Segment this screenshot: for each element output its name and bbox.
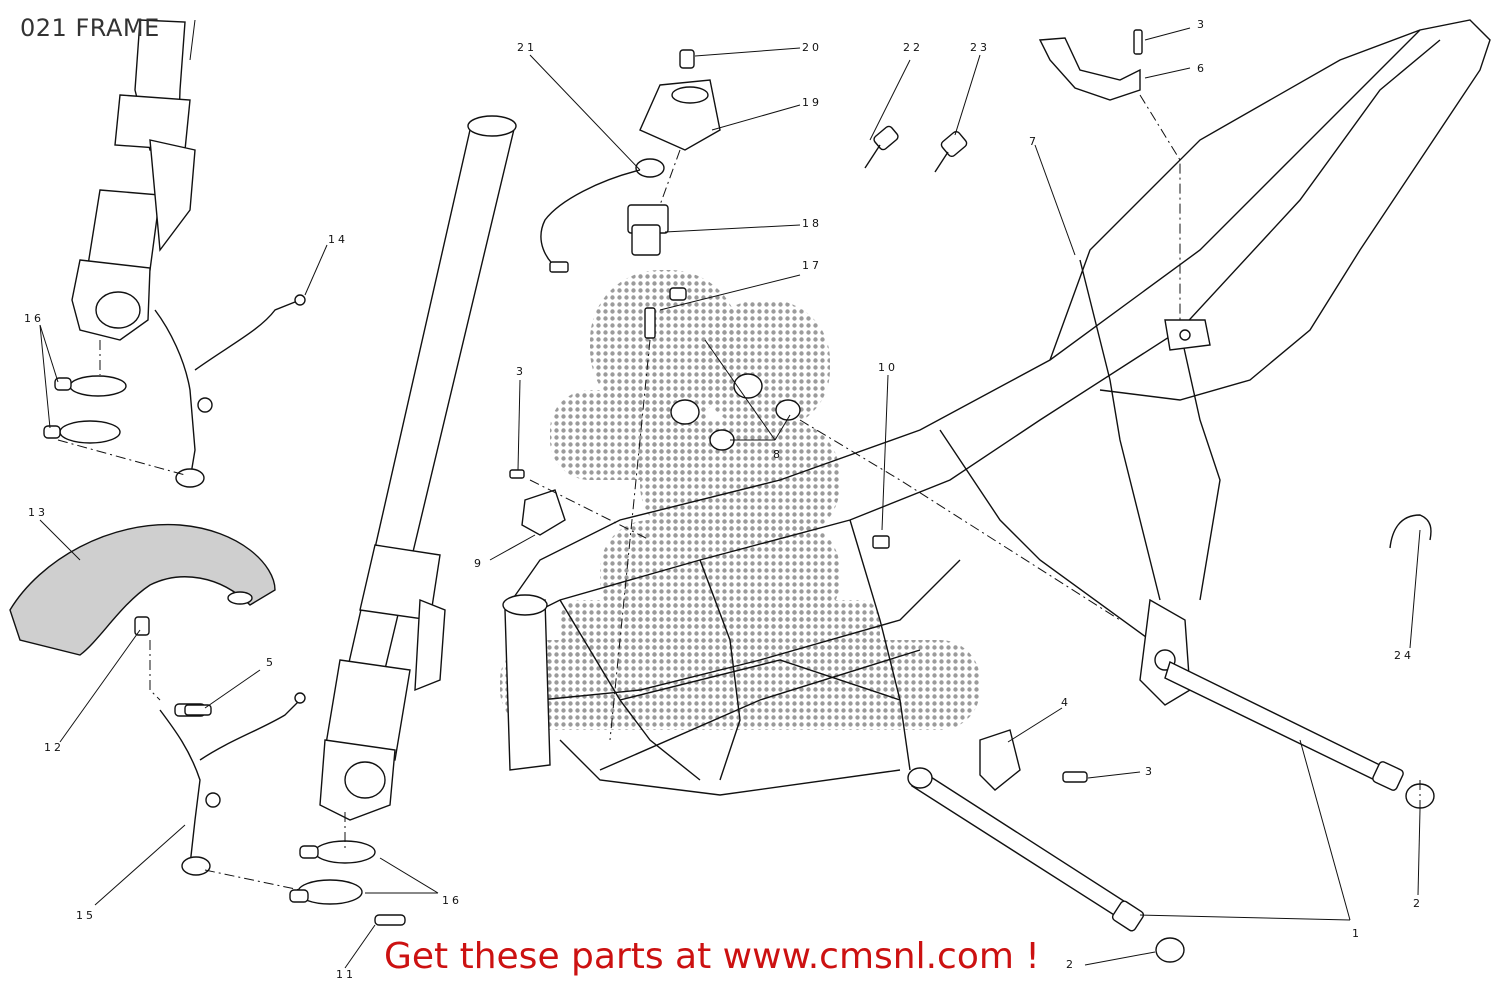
callout-22: 22 bbox=[903, 41, 923, 54]
callout-23: 23 bbox=[970, 41, 990, 54]
clamp-rings-16-left bbox=[43, 375, 127, 444]
callout-11: 11 bbox=[336, 968, 356, 981]
mudguard-bracket-14 bbox=[154, 294, 306, 488]
callout-7: 7 bbox=[1029, 135, 1039, 148]
callout-15: 15 bbox=[76, 909, 96, 922]
callout-20: 20 bbox=[802, 41, 822, 54]
callout-6: 6 bbox=[1197, 62, 1207, 75]
cms-watermark bbox=[500, 270, 980, 730]
callout-17: 17 bbox=[802, 259, 822, 272]
bracket-4 bbox=[979, 729, 1088, 791]
callout-16: 16 bbox=[442, 894, 462, 907]
alignment-lines bbox=[57, 94, 1421, 891]
callout-5: 5 bbox=[266, 656, 276, 669]
fasteners bbox=[184, 535, 890, 716]
promo-banner[interactable]: Get these parts at www.cmsnl.com ! bbox=[384, 936, 1040, 977]
callout-2: 2 bbox=[1413, 897, 1423, 910]
diagram-title: 021 FRAME bbox=[20, 14, 160, 42]
callout-24: 24 bbox=[1394, 649, 1414, 662]
callout-16: 16 bbox=[24, 312, 44, 325]
callout-3: 3 bbox=[516, 365, 526, 378]
callout-1: 1 bbox=[1352, 927, 1362, 940]
callout-4: 4 bbox=[1061, 696, 1071, 709]
mudguard-bracket-15 bbox=[159, 692, 306, 876]
callout-12: 12 bbox=[44, 741, 64, 754]
callout-2: 2 bbox=[1066, 958, 1076, 971]
cable-tie-24 bbox=[1389, 514, 1432, 549]
callout-21: 21 bbox=[517, 41, 537, 54]
ignition-switch-parts bbox=[540, 49, 721, 339]
bracket-6 bbox=[1038, 29, 1143, 101]
leader-lines bbox=[39, 19, 1421, 969]
rubber-mounts-8 bbox=[670, 373, 801, 451]
clamp-rings-16-right bbox=[289, 840, 406, 926]
callout-8: 8 bbox=[773, 448, 783, 461]
callout-3: 3 bbox=[1197, 18, 1207, 31]
callout-19: 19 bbox=[802, 96, 822, 109]
keys-22-23 bbox=[864, 125, 968, 173]
callout-13: 13 bbox=[28, 506, 48, 519]
callout-labels: 1 2 2 3 3 3 4 5 6 7 8 9 10 11 12 13 14 1… bbox=[24, 18, 1423, 981]
front-mudguard-13 bbox=[9, 523, 276, 656]
callout-10: 10 bbox=[878, 361, 898, 374]
bracket-9 bbox=[509, 469, 566, 536]
callout-14: 14 bbox=[328, 233, 348, 246]
callout-3: 3 bbox=[1145, 765, 1155, 778]
callout-9: 9 bbox=[474, 557, 484, 570]
callout-18: 18 bbox=[802, 217, 822, 230]
rods-1 bbox=[907, 661, 1404, 932]
fork-leg-left-top bbox=[71, 19, 196, 341]
plugs-2 bbox=[1155, 783, 1435, 963]
fork-tube-center bbox=[319, 115, 517, 821]
